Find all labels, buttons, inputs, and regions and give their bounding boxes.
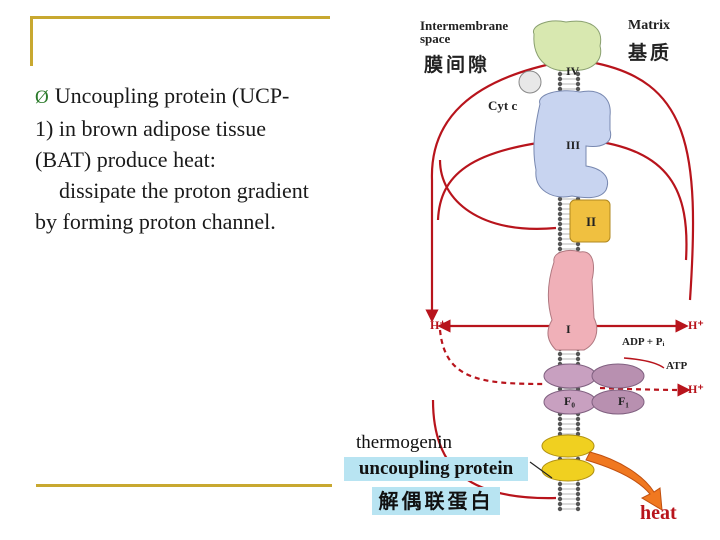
intermembrane-label-2: space — [420, 31, 451, 46]
h-plus-left-label: H⁺ — [430, 318, 446, 332]
lipid-head — [557, 76, 563, 82]
lipid-head — [575, 416, 581, 422]
intermembrane-cn-label: 膜间隙 — [424, 54, 491, 76]
lipid-head — [557, 221, 563, 227]
complex-iii — [533, 90, 612, 199]
complex-iv — [532, 20, 602, 72]
lipid-head — [557, 496, 563, 502]
lipid-head — [557, 506, 563, 512]
h-plus-right-label-2: H⁺ — [688, 382, 704, 396]
complex-ii-label: II — [586, 214, 597, 229]
adp-pi-label: ADP + Pᵢ — [622, 336, 665, 348]
frame-top-line — [30, 16, 330, 19]
lipid-head — [575, 501, 581, 507]
proton-circuit-arrows — [425, 60, 695, 500]
heat-arrow — [585, 451, 663, 511]
lipid-head — [575, 481, 581, 487]
matrix-label: Matrix — [628, 18, 670, 33]
lipid-head — [557, 211, 563, 217]
bullet-line-3: (BAT) produce heat: — [35, 147, 216, 172]
lipid-head — [557, 206, 563, 212]
lipid-head — [575, 246, 581, 252]
lipid-head — [557, 356, 563, 362]
bullet-arrow-icon: Ø — [35, 87, 49, 108]
lipid-head — [557, 86, 563, 92]
atp-synthase — [543, 363, 645, 415]
intermembrane-label: Intermembrane — [420, 18, 509, 33]
lipid-head — [575, 491, 581, 497]
lipid-head — [575, 506, 581, 512]
lipid-head — [557, 236, 563, 242]
lipid-head — [575, 486, 581, 492]
lipid-head — [557, 486, 563, 492]
lipid-head — [575, 351, 581, 357]
lipid-head — [557, 416, 563, 422]
lipid-head — [557, 226, 563, 232]
complex-ii — [569, 199, 611, 243]
lipid-head — [557, 501, 563, 507]
proton-arrow-iv — [425, 60, 561, 323]
complex-iv-label: IV — [566, 64, 580, 78]
bullet-line-5: by forming proton channel. — [35, 209, 276, 234]
lipid-head — [557, 71, 563, 77]
f1-label: F₁ — [618, 394, 629, 408]
lipid-head — [575, 496, 581, 502]
complex-i-label: I — [566, 322, 571, 336]
lipid-head — [575, 241, 581, 247]
lipid-head — [575, 356, 581, 362]
lipid-head — [557, 246, 563, 252]
bullet-line-4: dissipate the proton gradient — [59, 178, 309, 203]
matrix-cn-label: 基质 — [628, 42, 673, 64]
ucp-protein — [541, 434, 595, 482]
lipid-head — [575, 426, 581, 432]
lipid-head — [575, 86, 581, 92]
frame-left-line — [30, 16, 33, 66]
lipid-head — [575, 71, 581, 77]
frame-bottom-line — [36, 484, 332, 487]
heat-label: heat — [640, 502, 677, 524]
lipid-head — [575, 431, 581, 437]
cyt-c-label: Cyt c — [488, 98, 518, 113]
lipid-head — [557, 481, 563, 487]
ucp-pointer-line — [529, 461, 553, 479]
complex-i — [547, 249, 598, 351]
lipid-head — [575, 76, 581, 82]
lipid-head — [557, 196, 563, 202]
lipid-head — [557, 386, 563, 392]
lipid-head — [557, 216, 563, 222]
lipid-head — [557, 81, 563, 87]
thermogenin-label: thermogenin — [356, 432, 453, 453]
lipid-head — [557, 491, 563, 497]
h-plus-right-label-1: H⁺ — [688, 318, 704, 332]
lipid-head — [557, 231, 563, 237]
lipid-head — [557, 351, 563, 357]
lipid-head — [557, 201, 563, 207]
lipid-head — [575, 81, 581, 87]
fo-label: F₀ — [564, 394, 575, 408]
cyt-c-protein — [518, 70, 542, 94]
lipid-head — [557, 421, 563, 427]
lipid-head — [557, 426, 563, 432]
uncoupling-protein-cn-label: 解偶联蛋白 — [372, 487, 500, 515]
lipid-head — [557, 241, 563, 247]
atp-label: ATP — [666, 360, 688, 372]
bullet-line-2: 1) in brown adipose tissue — [35, 116, 266, 141]
uncoupling-protein-label: uncoupling protein — [344, 457, 528, 481]
complex-iii-label: III — [566, 138, 581, 152]
lipid-head — [575, 421, 581, 427]
